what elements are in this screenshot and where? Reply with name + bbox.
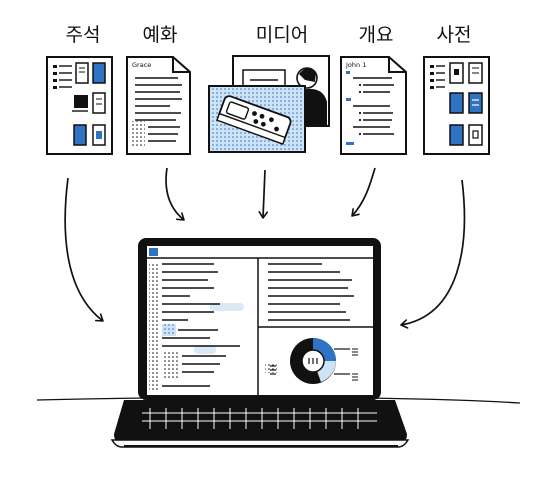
commentary-document-icon [46,56,113,155]
arrow-media [258,169,269,219]
arrow-sermon-illustrations [165,167,185,221]
dictionary-document-icon [423,56,490,155]
left-panel-content [149,262,244,390]
arrow-commentary [64,177,104,322]
outline-document-icon: John 1 [340,56,407,155]
donut-chart-icon [290,338,358,384]
arrow-outline [351,167,376,217]
laptop-icon [110,238,410,448]
media-collage-icon [208,55,330,153]
arrow-dictionary [400,179,466,329]
label-sermon-illustrations: 예화 [142,24,178,46]
label-media: 미디어 [255,24,309,46]
john-heading: John 1 [345,61,366,69]
label-outline: 개요 [358,24,394,46]
right-panel-content [265,263,354,375]
label-commentary: 주석 [65,24,101,46]
label-dictionary: 사전 [436,24,472,46]
menu-lines-icon [265,362,277,375]
sermon-illustration-document-icon: Grace [126,56,191,155]
grace-heading: Grace [132,61,151,69]
